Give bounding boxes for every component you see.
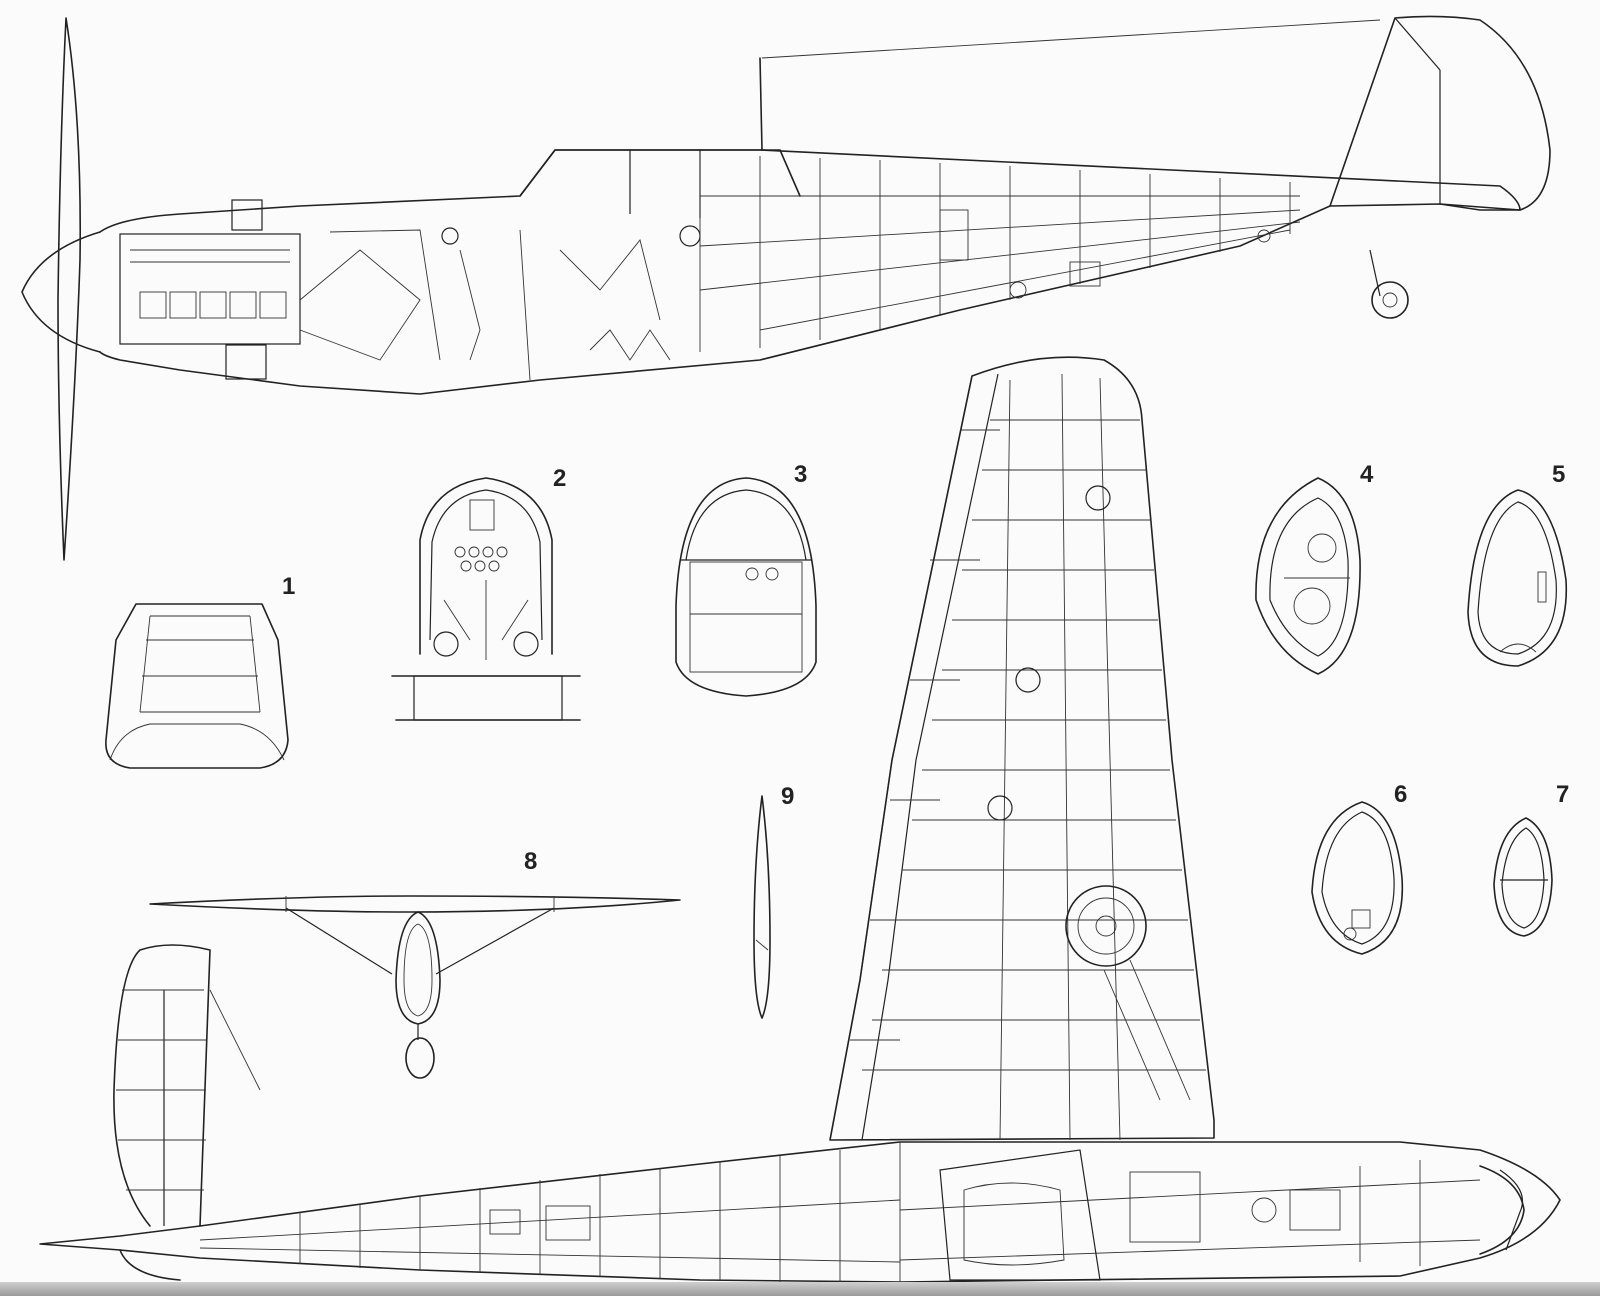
cross-section-4 xyxy=(1255,477,1361,675)
plan-fuselage-frames xyxy=(199,1142,1481,1282)
canopy-frame xyxy=(519,149,801,197)
front-view-tailplane xyxy=(149,895,681,1079)
propeller-blade xyxy=(57,17,82,561)
plan-view-spinner xyxy=(1479,1165,1525,1255)
fuselage-frames xyxy=(699,152,1301,352)
callout-7: 7 xyxy=(1556,781,1570,808)
plan-view-wing xyxy=(829,356,1215,1141)
engine-block xyxy=(119,233,301,345)
callout-3: 3 xyxy=(794,461,808,488)
cross-section-2 xyxy=(391,477,581,721)
antenna-mast xyxy=(759,57,763,151)
tail-wheel xyxy=(1371,281,1409,319)
vertical-fin xyxy=(1329,15,1551,211)
cross-section-5 xyxy=(1467,489,1568,667)
callout-4: 4 xyxy=(1360,461,1374,488)
callout-6: 6 xyxy=(1394,781,1408,808)
plan-view-tailplane xyxy=(113,944,211,1227)
front-view-fuselage xyxy=(395,911,441,1025)
scan-edge-band xyxy=(0,1282,1600,1296)
side-view-fuselage xyxy=(21,15,1551,561)
main-wheel-plan xyxy=(1065,885,1147,967)
callout-2: 2 xyxy=(553,465,567,492)
rudder-profile-section-9 xyxy=(753,795,771,1019)
front-view-tail-wheel xyxy=(405,1037,435,1079)
callout-8: 8 xyxy=(524,848,538,875)
cross-section-3 xyxy=(675,477,817,697)
cross-section-6 xyxy=(1311,801,1404,955)
cross-section-1 xyxy=(105,603,289,769)
callout-5: 5 xyxy=(1552,461,1566,488)
plan-view-fuselage xyxy=(39,944,1561,1283)
wing-ribs xyxy=(850,373,1206,1141)
callout-1: 1 xyxy=(282,573,296,600)
fuselage-outline xyxy=(99,149,1521,395)
propeller-spinner xyxy=(21,231,101,353)
callout-9: 9 xyxy=(781,783,795,810)
cross-section-7 xyxy=(1493,817,1553,937)
antenna-wire xyxy=(761,19,1381,59)
